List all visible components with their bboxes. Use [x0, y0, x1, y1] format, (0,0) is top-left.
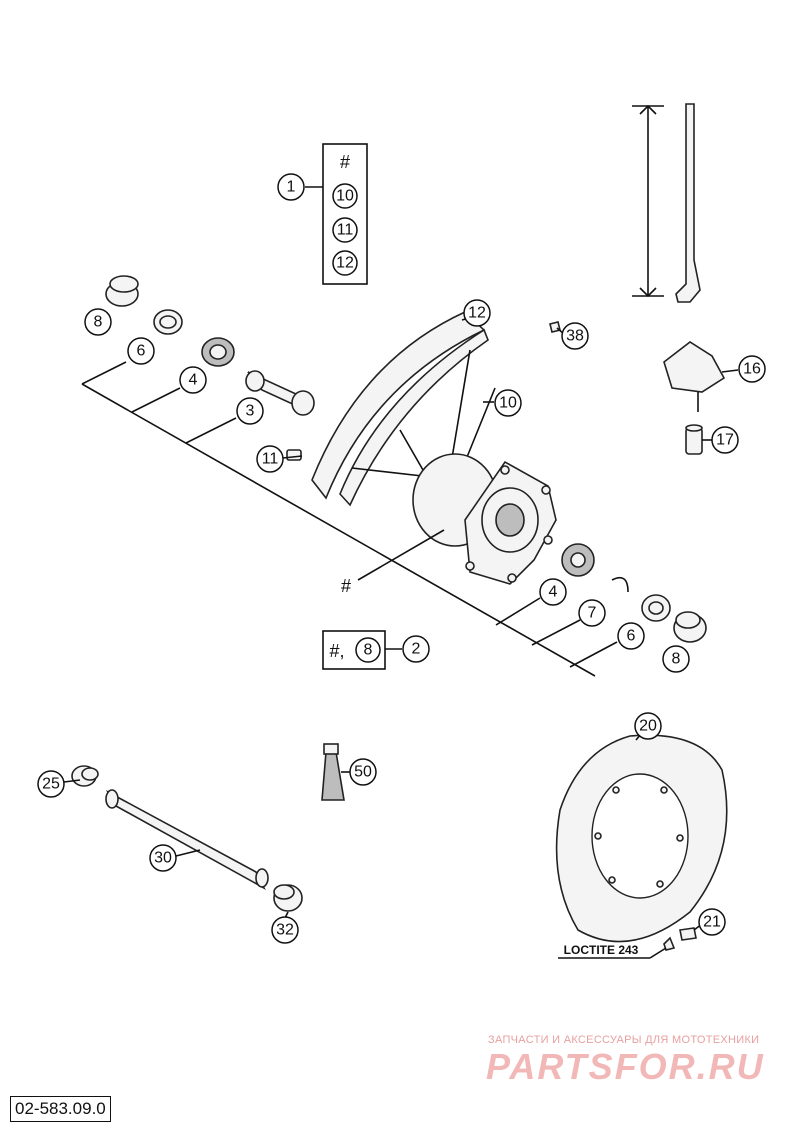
callout-16: 16: [738, 355, 766, 383]
callout-11-kit: 11: [332, 217, 358, 243]
svg-text:4: 4: [189, 372, 198, 389]
loctite-text: LOCTITE 243: [564, 943, 639, 957]
svg-text:12: 12: [336, 255, 354, 272]
callout-2: 2: [402, 635, 430, 663]
callout-8-left: 8: [84, 308, 112, 336]
wheel-rim: [311, 311, 496, 511]
bearing-left: [201, 337, 235, 367]
bearing-cap-right: [673, 611, 707, 643]
bearing-right: [561, 543, 595, 577]
svg-text:11: 11: [262, 451, 279, 468]
callout-50: 50: [349, 758, 377, 786]
axle: [105, 789, 269, 890]
callout-4-left: 4: [179, 366, 207, 394]
svg-text:8: 8: [672, 651, 681, 668]
svg-text:4: 4: [549, 584, 558, 601]
svg-text:30: 30: [154, 850, 172, 867]
callout-8-kit2: 8: [355, 637, 381, 663]
svg-text:8: 8: [364, 642, 373, 659]
axle-nut: [71, 765, 99, 787]
svg-text:6: 6: [137, 343, 146, 360]
assembly-leaders: [81, 361, 618, 677]
svg-text:6: 6: [627, 628, 636, 645]
spoke-drawing: [632, 103, 701, 303]
kit-hash-label: #: [340, 152, 350, 172]
svg-text:25: 25: [42, 776, 60, 793]
svg-text:21: 21: [703, 914, 721, 931]
svg-text:2: 2: [412, 641, 421, 658]
bearing-cap-left: [105, 275, 139, 307]
svg-text:7: 7: [588, 605, 597, 622]
valve-cap: [549, 321, 561, 333]
svg-text:8: 8: [94, 314, 103, 331]
axle-spacer: [273, 884, 303, 912]
seal-right: [641, 594, 671, 622]
callout-1: 1: [277, 173, 305, 201]
svg-text:10: 10: [499, 395, 517, 412]
callout-8-right: 8: [662, 645, 690, 673]
callout-20: 20: [634, 712, 662, 740]
callout-38: 38: [561, 322, 589, 350]
callout-12-rim: 12: [463, 299, 491, 327]
watermark-logo: PARTSFOR.RU: [486, 1046, 765, 1087]
svg-text:16: 16: [743, 361, 761, 378]
svg-text:12: 12: [468, 305, 486, 322]
svg-text:1: 1: [287, 179, 296, 196]
spacer-sleeve: [245, 370, 315, 416]
callout-11-nipple: 11: [256, 445, 284, 473]
callout-7: 7: [578, 599, 606, 627]
svg-text:11: 11: [337, 222, 354, 239]
callout-17: 17: [711, 426, 739, 454]
seal-left: [153, 309, 183, 335]
spoke-nipple: [286, 449, 302, 461]
callout-6-right: 6: [617, 622, 645, 650]
kit2-hash-label: #,: [329, 641, 344, 661]
hub-hash-label: #: [341, 576, 351, 596]
svg-text:17: 17: [716, 432, 734, 449]
callout-25: 25: [37, 770, 65, 798]
sleeve-small: [685, 424, 703, 455]
circlip: [611, 576, 629, 593]
callout-21: 21: [698, 908, 726, 936]
grease-tube: [321, 743, 345, 801]
callout-32: 32: [271, 916, 299, 944]
svg-text:3: 3: [246, 403, 255, 420]
wheel-hub: [412, 453, 557, 585]
disc-screw: [663, 927, 697, 951]
callout-4-right: 4: [539, 578, 567, 606]
svg-text:20: 20: [639, 718, 657, 735]
svg-text:38: 38: [566, 328, 584, 345]
loctite-label: LOCTITE 243: [558, 943, 667, 959]
callout-6-left: 6: [127, 337, 155, 365]
svg-text:10: 10: [336, 188, 354, 205]
svg-text:50: 50: [354, 764, 372, 781]
callout-10-kit: 10: [332, 183, 358, 209]
callout-10-spoke: 10: [494, 389, 522, 417]
callout-30: 30: [149, 844, 177, 872]
document-number: 02-583.09.0: [10, 1096, 111, 1122]
svg-text:32: 32: [276, 922, 294, 939]
watermark-tagline: ЗАПЧАСТИ И АКСЕССУАРЫ ДЛЯ МОТОТЕХНИКИ: [488, 1034, 760, 1046]
rim-lock: [663, 341, 726, 412]
brake-disc: [555, 734, 728, 943]
callout-3: 3: [236, 397, 264, 425]
callout-12-kit: 12: [332, 250, 358, 276]
